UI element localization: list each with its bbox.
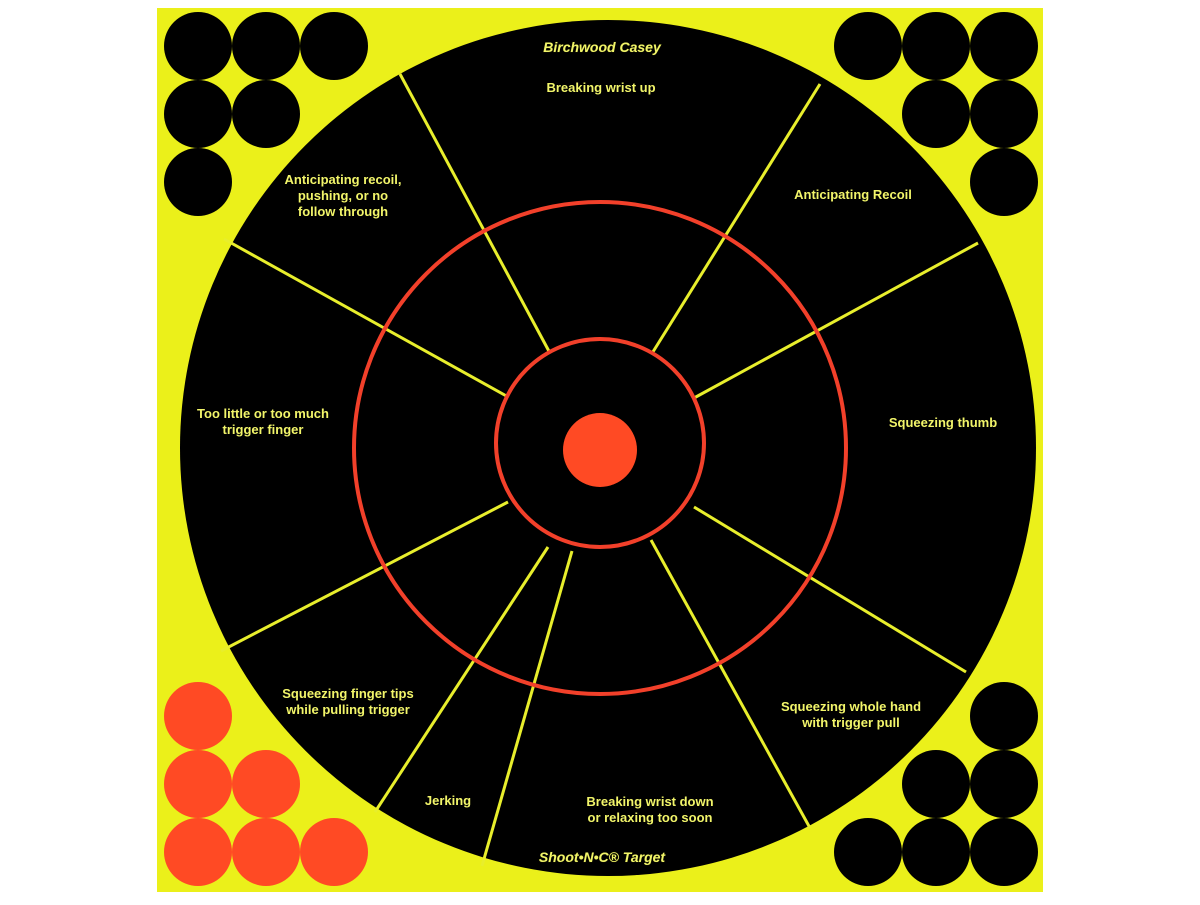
zone-label-line: Breaking wrist up	[546, 80, 655, 95]
zone-divider-line	[693, 505, 967, 674]
black-paster-dot	[232, 12, 300, 80]
zone-label-line: Anticipating recoil,	[284, 172, 401, 187]
black-paster-dot	[902, 750, 970, 818]
black-paster-dot	[164, 80, 232, 148]
zone-label-breaking-wrist-up: Breaking wrist up	[546, 80, 655, 95]
outer-ring	[352, 200, 848, 696]
zone-label-line: or relaxing too soon	[588, 810, 713, 825]
zone-label-line: trigger finger	[223, 422, 304, 437]
zone-labels: Breaking wrist up Anticipating RecoilSque…	[197, 80, 997, 825]
orange-paster-dot	[300, 818, 368, 886]
zone-label-squeezing-thumb: Squeezing thumb	[889, 415, 997, 430]
zone-label-line: Too little or too much	[197, 406, 329, 421]
zone-divider-line	[649, 83, 822, 356]
black-paster-dot	[970, 682, 1038, 750]
black-paster-dot	[834, 12, 902, 80]
black-paster-dot	[970, 12, 1038, 80]
brand-top-label: Birchwood Casey	[543, 39, 662, 55]
zone-divider-line	[373, 546, 550, 813]
zone-label-line: with trigger pull	[801, 715, 900, 730]
orange-paster-dot	[164, 818, 232, 886]
zone-divider-line	[480, 550, 574, 867]
brand-bottom-label: Shoot•N•C® Target	[539, 849, 666, 865]
black-paster-dot	[970, 80, 1038, 148]
zone-label-line: Breaking wrist down	[586, 794, 713, 809]
zone-label-line: Squeezing finger tips	[282, 686, 413, 701]
orange-paster-dot	[164, 682, 232, 750]
black-paster-dot	[902, 12, 970, 80]
zone-label-line: Anticipating Recoil	[794, 187, 912, 202]
black-paster-dot	[970, 818, 1038, 886]
black-paster-dot	[300, 12, 368, 80]
orange-paster-dot	[232, 750, 300, 818]
zone-label-line: pushing, or no	[298, 188, 388, 203]
zone-label-line: while pulling trigger	[285, 702, 410, 717]
zone-label-jerking: Jerking	[425, 793, 471, 808]
black-paster-dot	[902, 80, 970, 148]
zone-label-line: Jerking	[425, 793, 471, 808]
zone-divider-line	[649, 539, 812, 829]
bullseye	[563, 413, 637, 487]
zone-dividers	[220, 73, 979, 867]
zone-label-line: Squeezing whole hand	[781, 699, 921, 714]
black-paster-dot	[164, 12, 232, 80]
zone-label-anticipating-recoil: Anticipating Recoil	[794, 187, 912, 202]
zone-label-line: Squeezing thumb	[889, 415, 997, 430]
black-paster-dot	[970, 148, 1038, 216]
black-paster-dot	[232, 80, 300, 148]
zone-divider-line	[220, 500, 509, 653]
black-paster-dot	[970, 750, 1038, 818]
zone-divider-line	[223, 237, 511, 400]
black-paster-dot	[834, 818, 902, 886]
black-paster-dot	[164, 148, 232, 216]
zone-divider-line	[398, 73, 553, 356]
pasters	[164, 12, 1038, 886]
orange-paster-dot	[164, 750, 232, 818]
zone-divider-line	[693, 241, 979, 400]
black-paster-dot	[902, 818, 970, 886]
zone-label-line: follow through	[298, 204, 388, 219]
orange-paster-dot	[232, 818, 300, 886]
